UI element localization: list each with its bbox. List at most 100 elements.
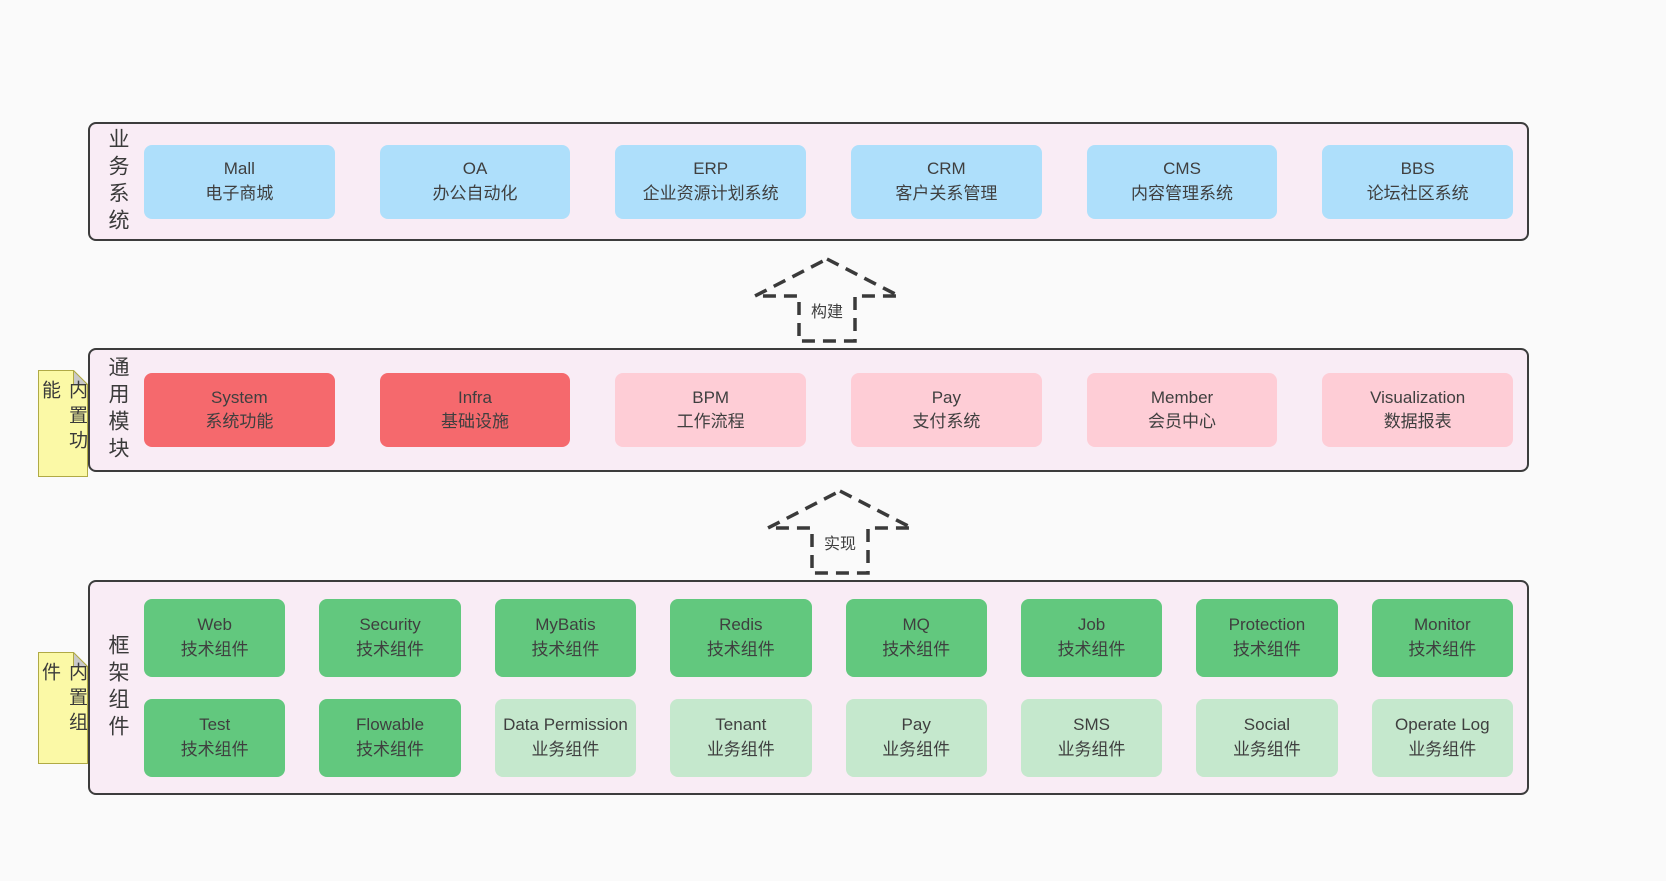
box-pay: Pay 支付系统 xyxy=(851,373,1042,447)
box-bbs: BBS 论坛社区系统 xyxy=(1322,144,1514,219)
box-mall: Mall 电子商城 xyxy=(144,144,335,219)
box-subtitle: 论坛社区系统 xyxy=(1366,183,1469,203)
sticky-note-fold xyxy=(73,651,89,667)
box-subtitle: 技术组件 xyxy=(706,639,775,659)
box-subtitle: 业务组件 xyxy=(531,739,600,759)
box-title: Job xyxy=(1077,615,1106,635)
box-subtitle: 客户关系管理 xyxy=(895,183,998,203)
box-sms: SMS 业务组件 xyxy=(1020,698,1163,777)
box-title: CRM xyxy=(926,159,966,179)
box-title: Infra xyxy=(457,387,493,407)
box-oa: OA 办公自动化 xyxy=(379,144,571,219)
box-test: Test 技术组件 xyxy=(144,698,286,777)
box-title: Test xyxy=(199,715,231,735)
up-arrow-icon xyxy=(754,257,900,343)
arrow-implement: 实现 xyxy=(765,488,915,576)
sticky-note-fold xyxy=(73,369,89,385)
box-title: Redis xyxy=(719,615,763,635)
box-subtitle: 数据报表 xyxy=(1383,412,1452,431)
box-subtitle: 业务组件 xyxy=(882,739,951,759)
box-cms: CMS 内容管理系统 xyxy=(1086,144,1278,219)
common-modules-boxes: System 系统功能 Infra 基础设施 BPM 工作流程 Pay 支付系统… xyxy=(144,350,1527,470)
box-title: Flowable xyxy=(356,715,425,735)
tab-built-in-features: 内置功能 xyxy=(38,369,89,477)
panel-framework-components: 框架组件 Web 技术组件 Security 技术组件 MyBatis 技术组件… xyxy=(88,580,1529,795)
box-title: BBS xyxy=(1400,159,1435,179)
box-subtitle: 内容管理系统 xyxy=(1131,183,1234,203)
box-title: Web xyxy=(197,615,233,635)
arrow-build-label: 构建 xyxy=(807,298,847,322)
business-systems-boxes: Mall 电子商城 OA 办公自动化 ERP 企业资源计划系统 CRM 客户关系… xyxy=(144,124,1527,239)
box-subtitle: 业务组件 xyxy=(1057,739,1126,759)
box-system: System 系统功能 xyxy=(144,373,335,447)
tab-built-in-components-label: 内置组件 xyxy=(39,662,87,737)
box-title: Member xyxy=(1150,387,1214,407)
box-redis: Redis 技术组件 xyxy=(670,598,812,677)
box-title: Visualization xyxy=(1370,387,1466,407)
box-subtitle: 技术组件 xyxy=(356,739,425,759)
box-visualization: Visualization 数据报表 xyxy=(1322,373,1514,447)
box-title: Social xyxy=(1243,715,1291,735)
box-subtitle: 技术组件 xyxy=(1232,639,1301,659)
box-subtitle: 基础设施 xyxy=(441,412,509,431)
box-subtitle: 会员中心 xyxy=(1148,412,1217,431)
box-web: Web 技术组件 xyxy=(144,598,286,677)
box-subtitle: 支付系统 xyxy=(912,412,981,431)
box-subtitle: 技术组件 xyxy=(180,639,249,659)
box-title: MyBatis xyxy=(535,615,596,635)
box-job: Job 技术组件 xyxy=(1020,598,1163,677)
box-subtitle: 技术组件 xyxy=(1057,639,1126,659)
box-subtitle: 技术组件 xyxy=(356,639,425,659)
tab-built-in-features-label: 内置功能 xyxy=(39,380,87,455)
box-subtitle: 技术组件 xyxy=(1408,639,1477,659)
box-subtitle: 业务组件 xyxy=(1408,739,1477,759)
box-subtitle: 技术组件 xyxy=(180,739,249,759)
panel-business-systems: 业务系统 Mall 电子商城 OA 办公自动化 ERP 企业资源计划系统 CRM… xyxy=(88,122,1529,241)
box-title: CMS xyxy=(1163,159,1201,179)
box-title: MQ xyxy=(902,615,930,635)
box-title: Data Permission xyxy=(503,715,628,735)
box-data-permission: Data Permission 业务组件 xyxy=(494,698,637,777)
box-title: Tenant xyxy=(715,715,767,735)
sticky-note-icon xyxy=(38,369,89,477)
box-subtitle: 技术组件 xyxy=(531,639,600,659)
box-subtitle: 办公自动化 xyxy=(432,183,518,203)
box-title: SMS xyxy=(1073,715,1110,735)
up-arrow-icon xyxy=(767,489,913,575)
arrow-implement-label: 实现 xyxy=(820,530,860,554)
tab-built-in-components: 内置组件 xyxy=(38,651,89,764)
box-erp: ERP 企业资源计划系统 xyxy=(615,144,807,219)
box-member: Member 会员中心 xyxy=(1086,373,1278,447)
box-subtitle: 业务组件 xyxy=(1232,739,1301,759)
box-subtitle: 企业资源计划系统 xyxy=(642,183,779,203)
box-infra: Infra 基础设施 xyxy=(379,373,571,447)
box-title: Pay xyxy=(901,715,931,735)
box-subtitle: 工作流程 xyxy=(676,412,745,431)
box-subtitle: 电子商城 xyxy=(205,183,274,203)
box-social: Social 业务组件 xyxy=(1196,698,1338,777)
box-title: ERP xyxy=(693,159,729,179)
box-title: Security xyxy=(359,615,421,635)
box-subtitle: 业务组件 xyxy=(706,739,775,759)
box-monitor: Monitor 技术组件 xyxy=(1371,598,1513,677)
box-title: Protection xyxy=(1228,615,1306,635)
box-title: BPM xyxy=(692,387,730,407)
box-operate-log: Operate Log 业务组件 xyxy=(1371,698,1513,777)
box-mq: MQ 技术组件 xyxy=(845,598,987,677)
box-title: Mall xyxy=(223,159,255,179)
box-subtitle: 技术组件 xyxy=(882,639,951,659)
panel-label-business-systems: 业务系统 xyxy=(106,127,129,236)
box-mybatis: MyBatis 技术组件 xyxy=(494,598,637,677)
panel-label-common-modules: 通用模块 xyxy=(106,356,129,464)
box-crm: CRM 客户关系管理 xyxy=(851,144,1042,219)
panel-label-framework-components: 框架组件 xyxy=(106,633,129,742)
sticky-note-icon xyxy=(38,651,89,764)
box-subtitle: 系统功能 xyxy=(205,412,274,431)
box-security: Security 技术组件 xyxy=(319,598,461,677)
box-protection: Protection 技术组件 xyxy=(1196,598,1338,677)
box-title: System xyxy=(210,387,268,407)
framework-row-2: Test 技术组件 Flowable 技术组件 Data Permission … xyxy=(144,698,1513,777)
box-pay-component: Pay 业务组件 xyxy=(845,698,987,777)
box-title: OA xyxy=(462,159,488,179)
